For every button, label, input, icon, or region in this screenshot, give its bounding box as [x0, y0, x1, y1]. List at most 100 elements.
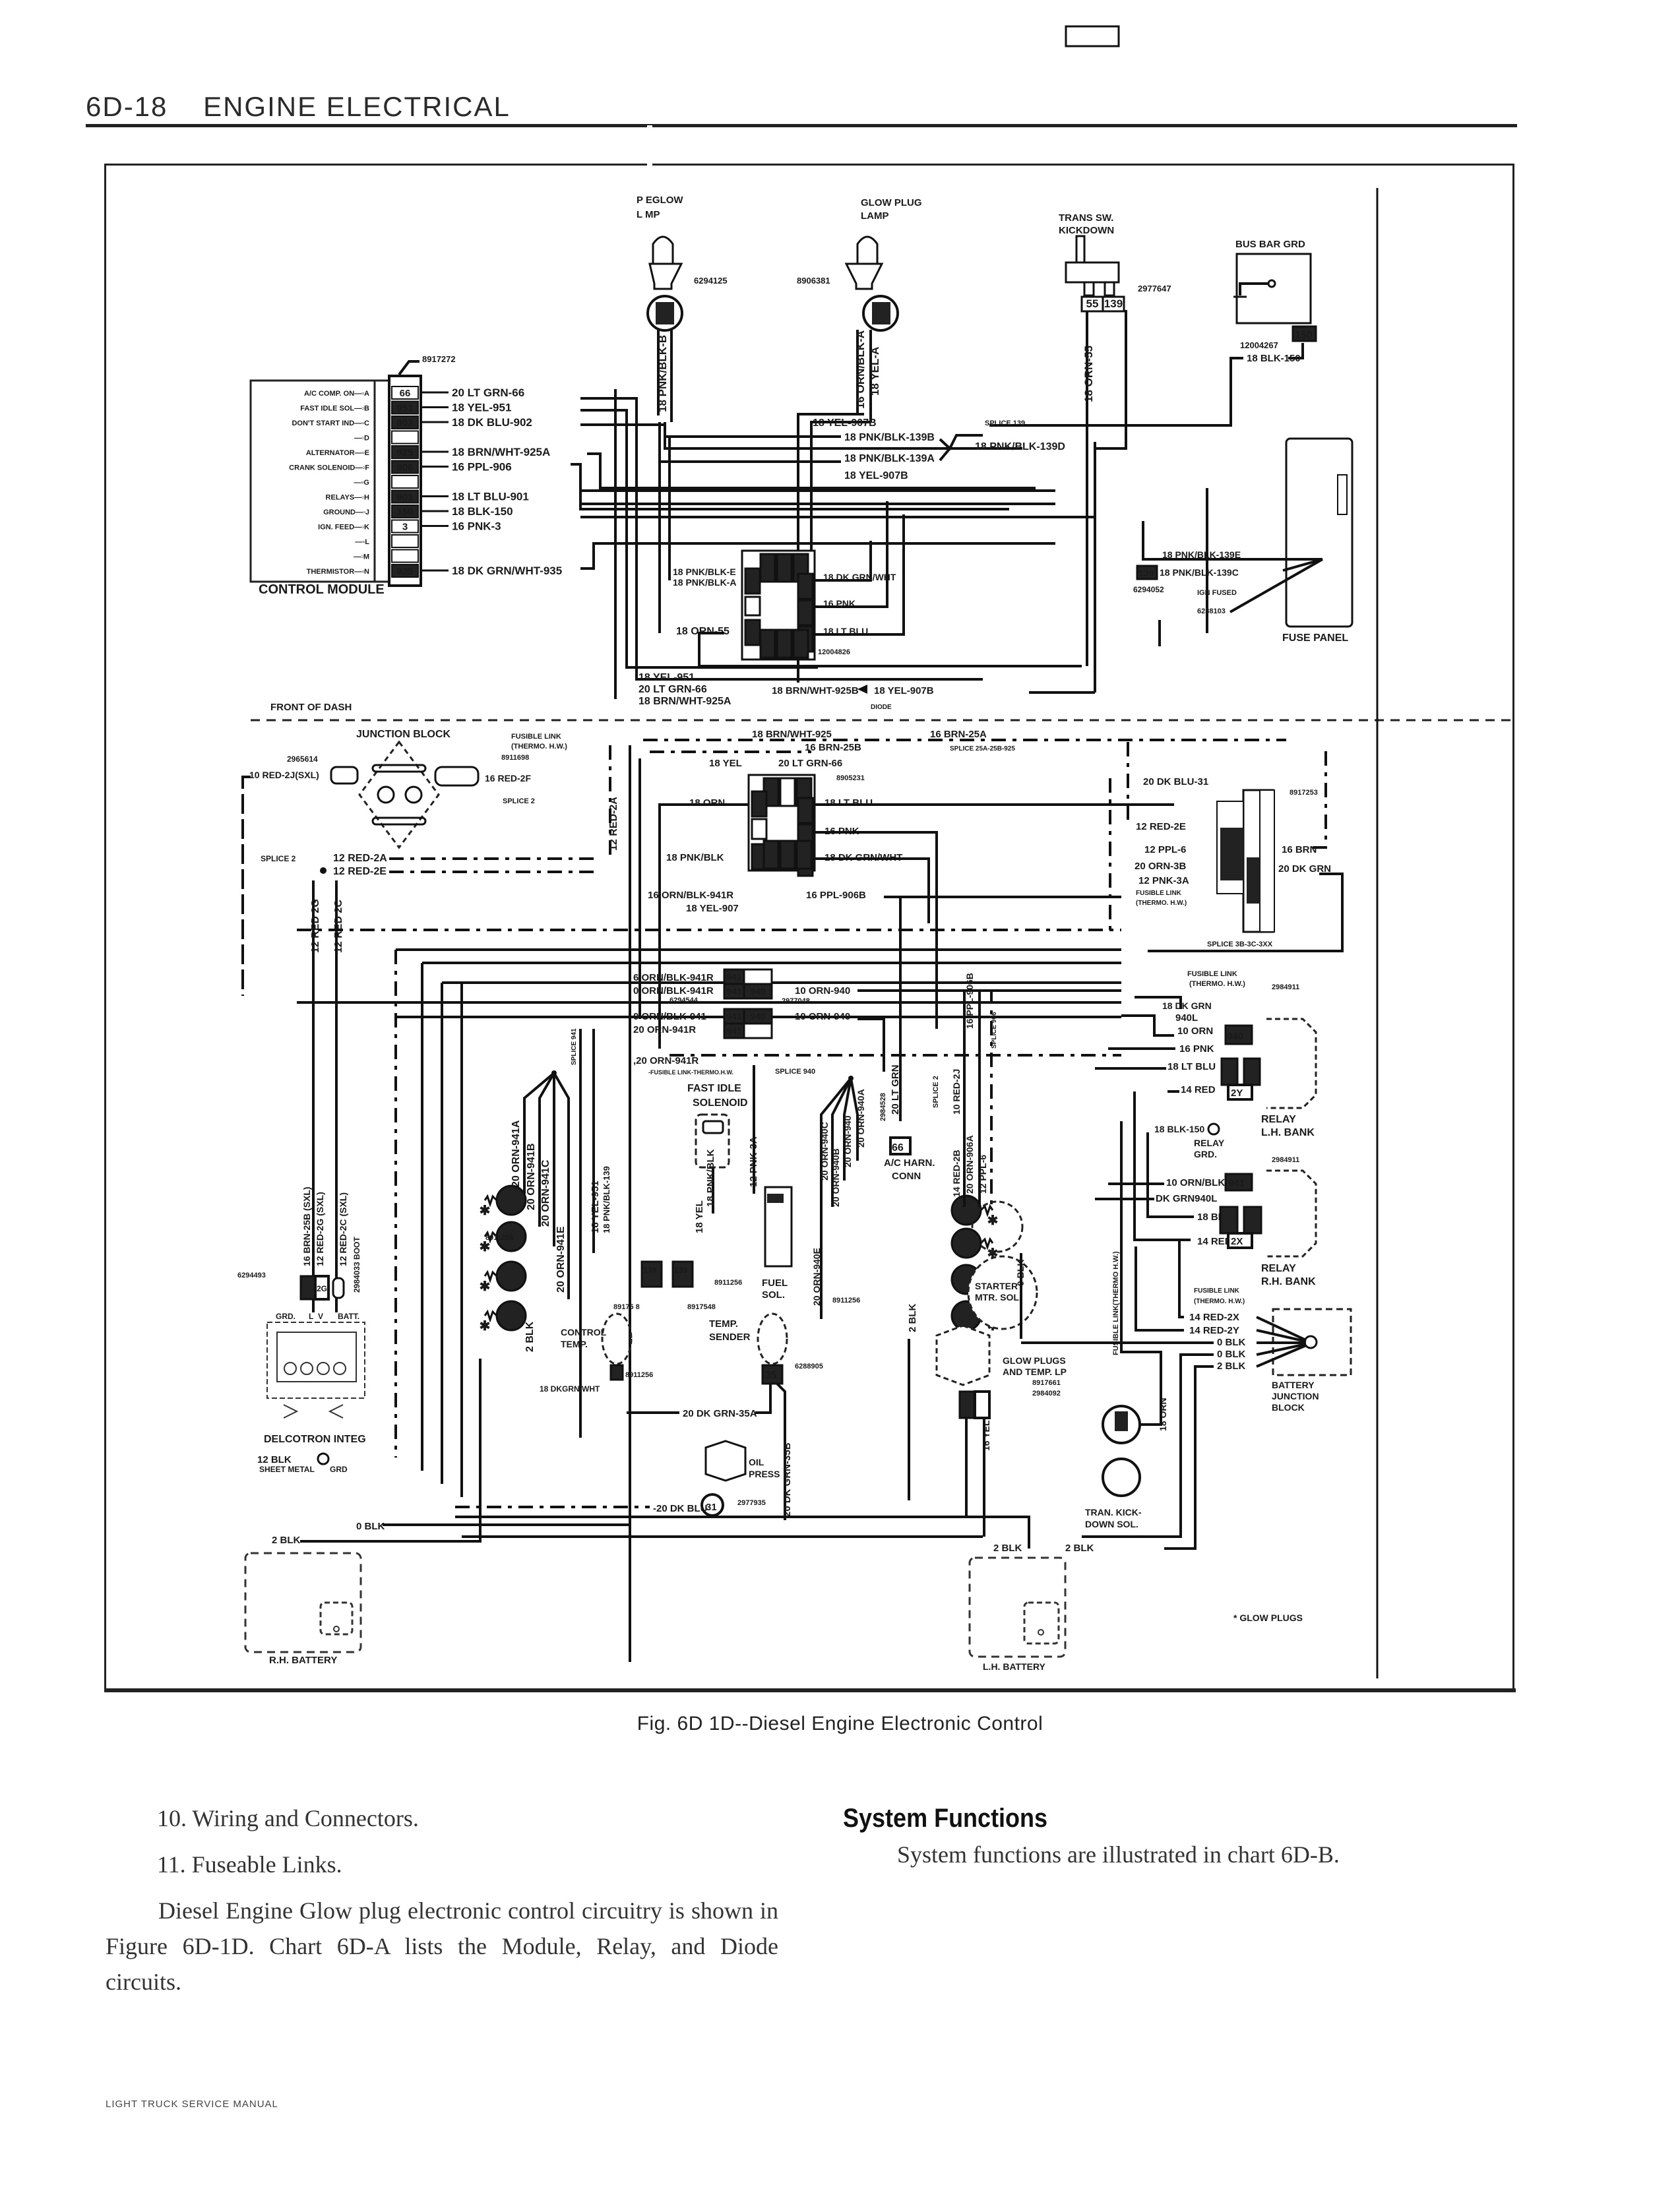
pin-terminal-number: 901: [396, 492, 413, 503]
svg-text:18 PNK/BLK: 18 PNK/BLK: [705, 1149, 716, 1207]
svg-text:66: 66: [892, 1142, 904, 1153]
svg-text:14 RED-2Y: 14 RED-2Y: [1189, 1325, 1239, 1336]
svg-text:2984092: 2984092: [1032, 1390, 1061, 1398]
svg-text:8917548: 8917548: [687, 1303, 716, 1311]
svg-text:-FUSIBLE LINK-THERMO.H.W.: -FUSIBLE LINK-THERMO.H.W.: [648, 1069, 733, 1076]
svg-text:8911698: 8911698: [501, 754, 529, 762]
svg-text:18 BRN/WHT-925: 18 BRN/WHT-925: [752, 729, 832, 740]
pin-terminal-number: 951: [396, 403, 413, 414]
list-item-10: 10. Wiring and Connectors.: [157, 1805, 419, 1831]
svg-text:L.H. BANK: L.H. BANK: [1261, 1127, 1315, 1138]
svg-text:SPLICE 941: SPLICE 941: [571, 1028, 578, 1065]
terminal-940: 940: [743, 983, 773, 1000]
svg-text:8917661: 8917661: [1032, 1379, 1061, 1387]
svg-text:2984911: 2984911: [1272, 983, 1299, 991]
svg-text:18 DK GRN: 18 DK GRN: [1162, 1000, 1212, 1011]
svg-text:139: 139: [1104, 297, 1123, 310]
svg-text:10 ORN-940: 10 ORN-940: [795, 1011, 850, 1022]
pin-function-label: GROUND—▫J: [323, 508, 369, 516]
svg-text:20 DK GRN-35B: 20 DK GRN-35B: [782, 1442, 793, 1517]
svg-text:2X: 2X: [1231, 1236, 1243, 1247]
splice-2-red: SPLICE 2 12 RED-2A 12 RED-2E 12 RED-2A 1…: [261, 745, 619, 1312]
svg-text:12 RED-2E: 12 RED-2E: [333, 866, 387, 877]
svg-text:2984528: 2984528: [879, 1093, 887, 1121]
terminal-941: 941: [723, 983, 745, 1000]
upper-relay-terminal: [797, 572, 814, 600]
svg-text:12 PNK-3A: 12 PNK-3A: [1138, 875, 1189, 886]
svg-text:TEMP.: TEMP.: [561, 1339, 588, 1349]
fuel-solenoid: 12 PNK-3A FUEL SOL.: [748, 1065, 793, 1301]
svg-text:89175 8: 89175 8: [613, 1303, 640, 1311]
glow-plug-lamp: GLOW PLUG LAMP 8906381 16 ORN/BLK-A 18 Y…: [797, 197, 922, 422]
svg-text:R.H. BANK: R.H. BANK: [1261, 1276, 1316, 1287]
glow-plug: ✱: [480, 1221, 527, 1254]
svg-text:8917253: 8917253: [1290, 789, 1318, 797]
terminal-940: 940: [743, 1008, 773, 1025]
preglow-lamp: P EGLOW L MP 6294125 18 PNK/BLK-B: [637, 195, 728, 422]
pin-function-label: IGN. FEED—▫K: [318, 524, 369, 532]
svg-text:JUNCTION: JUNCTION: [1272, 1391, 1319, 1401]
lower-relay-terminal: [779, 840, 796, 870]
svg-text:18 YEL-951: 18 YEL-951: [638, 672, 695, 683]
svg-text:941: 941: [726, 986, 742, 997]
svg-text:12 RED-2A: 12 RED-2A: [333, 853, 387, 864]
glow-plug: ✱: [950, 1227, 998, 1261]
svg-text:941: 941: [726, 971, 742, 982]
svg-text:20 ORN-941A: 20 ORN-941A: [511, 1120, 522, 1187]
svg-text:12 RED 2C: 12 RED 2C: [333, 900, 344, 953]
wiring-diagram: FRONT OF DASH CONTROL MODULE 8917272 A/C…: [237, 25, 1510, 1678]
bus-bar-ground: BUS BAR GRD 150 12004267 18 BLK-150: [989, 239, 1317, 427]
pin-function-label: THERMISTOR—▫N: [307, 568, 369, 576]
lower-relay-terminal: [779, 777, 796, 807]
relay-lh-bank: FUSIBLE LINK (THERMO. H.W.) 18 DK GRN 94…: [1154, 970, 1317, 1159]
svg-text:A/C HARN.: A/C HARN.: [884, 1157, 935, 1169]
svg-text:16 PNK: 16 PNK: [1179, 1043, 1214, 1055]
svg-text:(THERMO. H.W.): (THERMO. H.W.): [511, 743, 567, 751]
svg-text:16 BRN-25B: 16 BRN-25B: [805, 742, 861, 753]
svg-text:12 RED-2A: 12 RED-2A: [608, 797, 619, 851]
svg-text:DOWN SOL.: DOWN SOL.: [1085, 1519, 1138, 1529]
svg-text:20 ORN-906A: 20 ORN-906A: [964, 1135, 975, 1194]
svg-text:10 RED-2J(SXL): 10 RED-2J(SXL): [249, 770, 319, 780]
fast-idle-solenoid: FAST IDLE SOLENOID: [687, 1083, 748, 1214]
svg-text:941: 941: [726, 1026, 742, 1036]
page-number: 6D-18: [86, 91, 168, 122]
svg-text:940: 940: [750, 986, 766, 997]
ac-harness-connector: 2984528 20 LT GRN 66 A/C HARN. CONN SPLI…: [879, 897, 998, 1207]
lower-relay-terminal: [797, 797, 814, 824]
lh-battery: 2 BLK 2 BLK L.H. BATTERY: [455, 1516, 1094, 1672]
svg-text:10 ORN-940: 10 ORN-940: [795, 985, 850, 997]
svg-text:(THERMO. H.W.): (THERMO. H.W.): [1189, 980, 1245, 988]
svg-text:940: 940: [750, 1011, 766, 1022]
pin-function-label: A/C COMP. ON—▫A: [304, 390, 369, 398]
junction-block: JUNCTION BLOCK 2965614 10 RED-2J(SXL) FU…: [241, 729, 567, 996]
pin-terminal: [391, 534, 419, 548]
upper-relay-terminal: [776, 553, 793, 583]
svg-text:12 PPL-6: 12 PPL-6: [1144, 844, 1186, 855]
svg-text:18 YEL-A: 18 YEL-A: [869, 347, 881, 396]
pin-wire-label: 18 BLK-150: [452, 505, 513, 518]
svg-text:GLOW PLUGS: GLOW PLUGS: [1003, 1355, 1066, 1366]
svg-text:6294493: 6294493: [237, 1272, 266, 1279]
upper-relay-terminal: [744, 619, 761, 646]
svg-text:2965614: 2965614: [287, 754, 318, 764]
svg-text:TRAN. KICK-: TRAN. KICK-: [1085, 1507, 1142, 1518]
svg-text:L: L: [309, 1312, 313, 1321]
svg-text:12 RED-2E: 12 RED-2E: [1136, 821, 1186, 832]
svg-text:18 PNK/BLK: 18 PNK/BLK: [666, 852, 724, 863]
svg-text:20 ORN-941B: 20 ORN-941B: [526, 1144, 537, 1210]
svg-text:20 ORN-940B: 20 ORN-940B: [830, 1148, 841, 1207]
svg-text:18 DKGRN/WHT: 18 DKGRN/WHT: [540, 1384, 600, 1394]
svg-text:16 PPL-906B: 16 PPL-906B: [964, 973, 975, 1029]
relay-rh-bank: 2984911 10 ORN/BLK DK GRN940L 18 BLK 14 …: [1156, 1156, 1317, 1305]
svg-text:FUSE PANEL: FUSE PANEL: [1282, 632, 1348, 644]
svg-text:2 BLK: 2 BLK: [272, 1535, 301, 1546]
bulkhead-connector: 8917253 20 DK BLU-31 12 RED-2E 12 PPL-6 …: [1109, 742, 1344, 952]
pin-function-label: CRANK SOLENOID—▫F: [289, 464, 369, 472]
pin-wire-label: 18 YEL-951: [452, 402, 511, 414]
svg-text:20 ORN-940A: 20 ORN-940A: [856, 1089, 866, 1148]
svg-text:14 RED: 14 RED: [1181, 1084, 1216, 1095]
